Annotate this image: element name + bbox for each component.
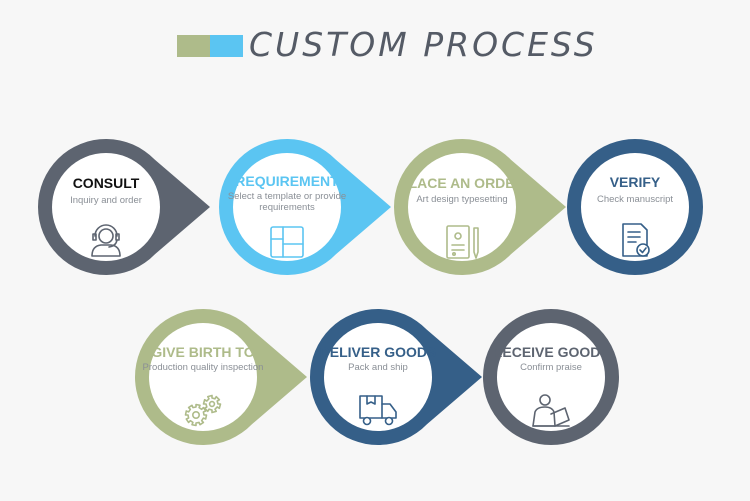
step-rings: [37, 138, 703, 445]
step-title: REQUIREMENT: [235, 173, 339, 189]
person-reading-icon: [532, 394, 570, 427]
step-desc: Pack and ship: [348, 362, 408, 373]
step-give-birth-to: [134, 309, 307, 445]
delivery-truck-icon: [359, 395, 397, 426]
document-pen-icon: [446, 225, 479, 259]
header-swatch-green: [177, 35, 210, 57]
header: CUSTOM PROCESS: [0, 0, 750, 90]
step-ring-inner: [233, 153, 341, 261]
step-desc: Select a template or provide: [228, 191, 346, 202]
step-desc: Production quality inspection: [143, 362, 264, 373]
step-icons: [91, 223, 650, 427]
checked-document-icon: [622, 223, 650, 257]
step-desc: Art design typesetting: [416, 194, 507, 205]
step-title: RECEIVE GOODE: [492, 344, 609, 360]
gears-icon: [184, 394, 222, 427]
step-desc: Check manuscript: [597, 194, 673, 205]
step-consult: [37, 139, 210, 275]
layout-template-icon: [270, 226, 304, 258]
step-texts: CONSULT Inquiry and order REQUIREMENT Selec…: [70, 173, 673, 373]
step-receive-goode: [483, 309, 619, 445]
step-title: VERIFY: [610, 174, 661, 190]
step-ring-inner: [408, 153, 516, 261]
step-title: CONSULT: [73, 175, 140, 191]
step-ring: [567, 139, 703, 275]
step-ring: [483, 309, 619, 445]
step-desc: Inquiry and order: [70, 195, 142, 206]
step-title: DELIVER GOODS: [320, 344, 437, 360]
header-swatch-blue: [210, 35, 243, 57]
step-verify: [567, 139, 703, 275]
step-title: PLACE AN ORDER: [399, 175, 525, 191]
step-ring-inner: [324, 323, 432, 431]
step-desc: requirements: [259, 202, 315, 213]
step-ring-inner: [149, 323, 257, 431]
step-place-an-order: [394, 138, 566, 275]
step-ring-inner: [52, 153, 160, 261]
step-requirement: [219, 138, 391, 275]
step-desc: Confirm praise: [520, 362, 582, 373]
step-deliver-goods: [309, 309, 482, 445]
page-title: CUSTOM PROCESS: [249, 25, 598, 64]
headset-support-icon: [91, 224, 121, 257]
step-title: GIVE BIRTH TO: [151, 344, 254, 360]
